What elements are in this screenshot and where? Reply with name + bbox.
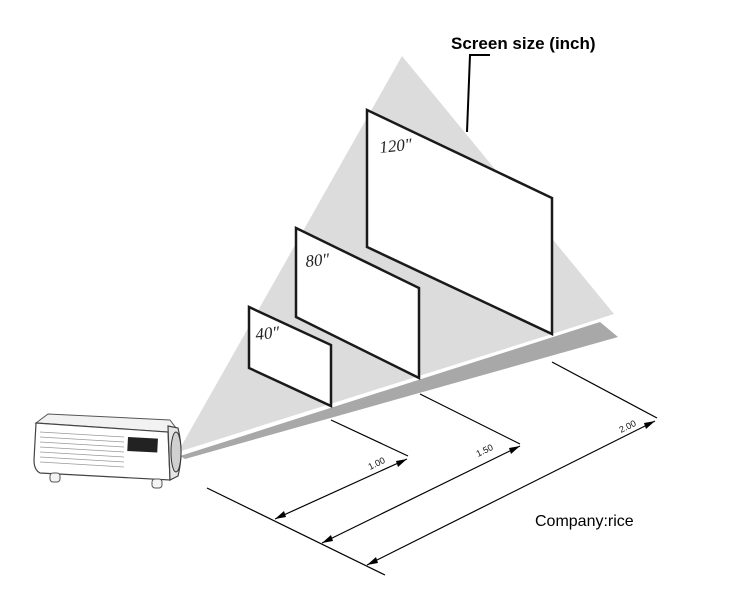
screen-label-80: 80″ [304,249,331,271]
screen-80 [294,225,421,381]
distance-label-3: 2.00 [617,418,637,435]
projector-lens-icon [170,431,182,473]
dimension-arrows [275,421,655,565]
diagram-title: Screen size (inch) [451,34,596,53]
floor-shadow [180,322,618,459]
dimension-lines [206,361,658,576]
projector [33,413,182,489]
distance-label-2: 1.50 [474,442,494,459]
projector-body [33,422,171,481]
screen-label-120: 120″ [378,135,413,157]
projector-vents [39,431,125,468]
projector-foot-left [49,472,61,483]
screen-label-40: 40″ [254,322,281,344]
title-leader-line [466,54,490,133]
projector-foot-right [151,478,163,489]
screen-120 [365,108,554,336]
company-label: Company:rice [535,513,634,530]
screen-40 [247,305,333,408]
projector-control-panel [127,436,158,453]
